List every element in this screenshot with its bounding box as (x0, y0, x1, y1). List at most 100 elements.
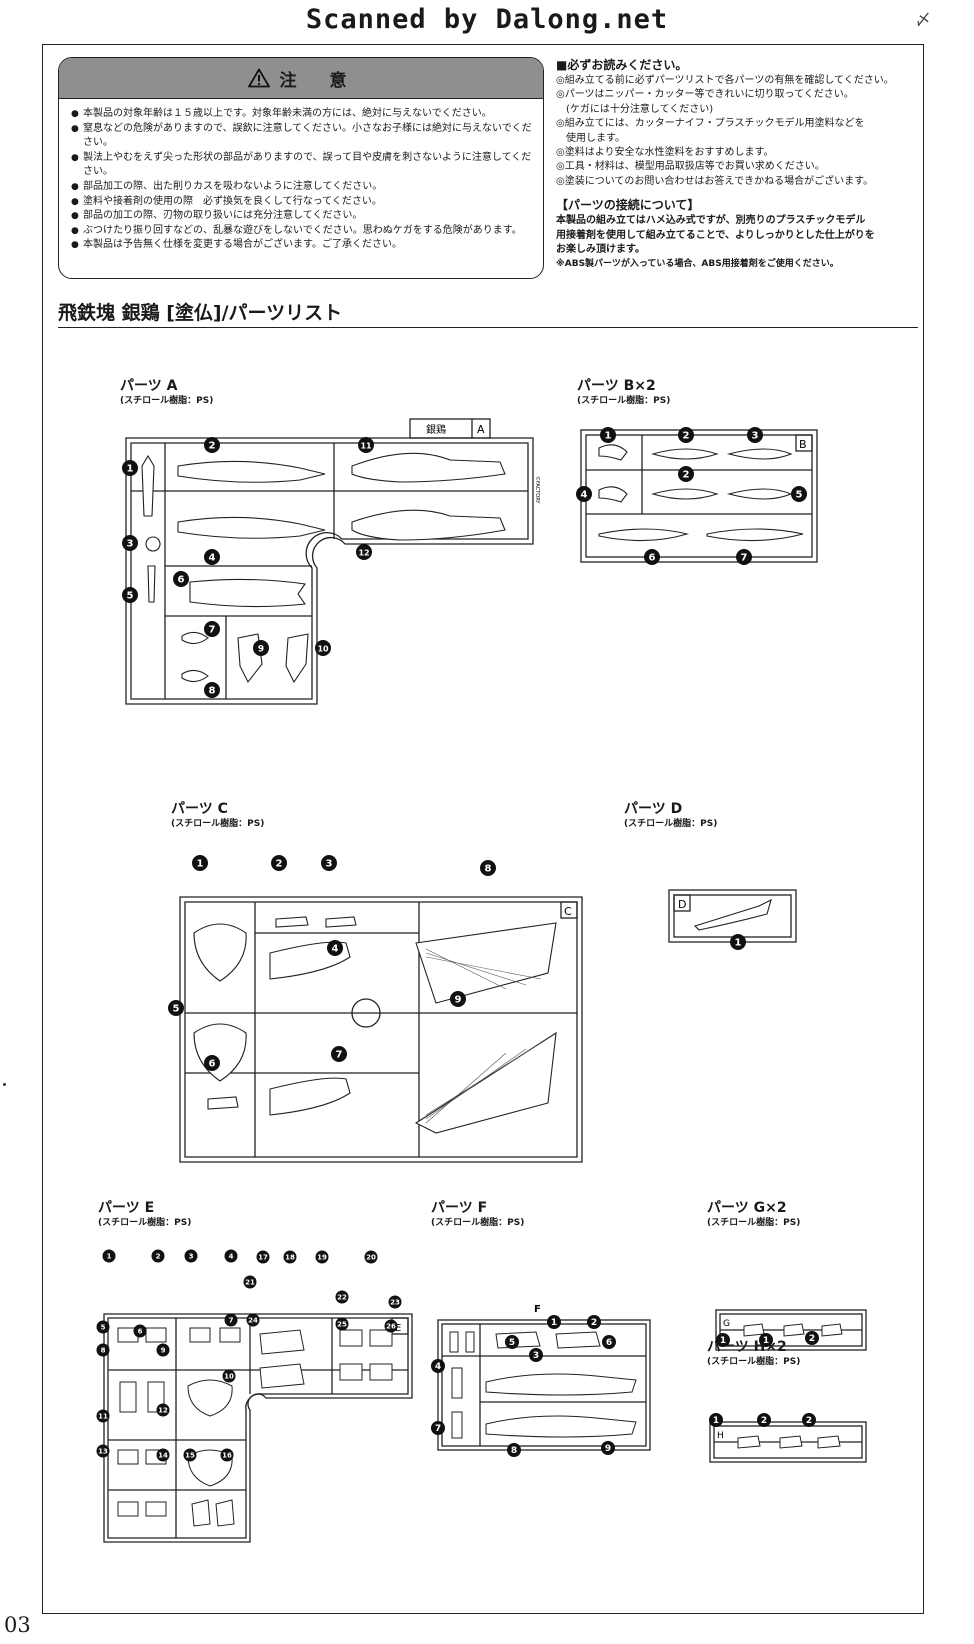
svg-text:3: 3 (752, 431, 759, 442)
caution-list: 本製品の対象年齢は１５歳以上です。対象年齢未満の方には、絶対に与えないでください… (71, 107, 535, 253)
part-small (821, 1323, 843, 1337)
runner-letter: B (799, 438, 807, 451)
svg-text:2: 2 (809, 1334, 815, 1344)
svg-text:9: 9 (605, 1444, 611, 1454)
callout: 1 (709, 1413, 723, 1427)
svg-text:7: 7 (209, 625, 216, 636)
callout: 7 (736, 549, 752, 565)
part-label-d: パーツ D (スチロール樹脂：PS) (624, 801, 717, 830)
part-round-plate (193, 923, 247, 982)
callout: 5 (791, 486, 807, 502)
caution-item: 部品の加工の際、刃物の取り扱いには充分注意してください。 (71, 209, 535, 224)
svg-text:7: 7 (741, 553, 748, 564)
svg-text:1: 1 (605, 431, 612, 442)
svg-text:4: 4 (209, 553, 216, 564)
part-small (369, 1329, 393, 1347)
callout: 10 (222, 1369, 236, 1383)
connection-line: お楽しみ頂けます。 (556, 244, 645, 256)
svg-text:9: 9 (455, 995, 462, 1006)
callout: 1 (716, 1333, 730, 1347)
svg-text:1: 1 (127, 464, 134, 475)
svg-text:5: 5 (101, 1324, 106, 1332)
svg-text:9: 9 (161, 1347, 166, 1355)
runner-letter-box (673, 894, 691, 912)
svg-text:6: 6 (178, 575, 185, 586)
caution-item: 部品加工の際、出た削りカスを吸わないように注意してください。 (71, 180, 535, 195)
callout: 6 (602, 1335, 616, 1349)
callout: 1 (759, 1333, 773, 1347)
callout: 7 (204, 621, 220, 637)
part-small-link (325, 916, 357, 928)
part-fin (693, 898, 772, 931)
callout: 19 (315, 1250, 329, 1264)
notice-line: ◎工具・材料は、模型用品取扱店等でお買い求めください。 (556, 161, 825, 173)
callout: 16 (220, 1448, 234, 1462)
callout: 5 (168, 1000, 184, 1016)
part-material: (スチロール樹脂：PS) (624, 819, 718, 829)
svg-text:8: 8 (101, 1347, 106, 1355)
part-material: (スチロール樹脂：PS) (98, 1218, 192, 1228)
part-bracket (215, 1499, 235, 1527)
page-frame (42, 44, 924, 1614)
callout: 3 (747, 427, 763, 443)
runner-frame-inner (441, 1323, 647, 1447)
part-blade (726, 488, 793, 500)
callout: 8 (204, 682, 220, 698)
part-title: パーツ G×2 (707, 1200, 787, 1216)
runner-letter: D (678, 898, 686, 911)
abs-note: ※ABS製パーツが入っている場合、ABS用接着剤をご使用ください。 (556, 259, 839, 270)
svg-text:21: 21 (245, 1279, 255, 1287)
callout: 12 (156, 1403, 170, 1417)
part-spike (141, 454, 155, 517)
svg-text:18: 18 (285, 1254, 295, 1262)
part-cowl (269, 1077, 351, 1116)
svg-text:4: 4 (229, 1253, 234, 1261)
callout: 4 (224, 1249, 238, 1263)
part-fin (598, 528, 690, 542)
callout: 25 (335, 1317, 349, 1331)
part-small (451, 1367, 463, 1399)
svg-text:3: 3 (127, 539, 134, 550)
part-label-g: パーツ G×2 (スチロール樹脂：PS) (707, 1200, 800, 1229)
svg-text:7: 7 (336, 1050, 343, 1061)
part-small (743, 1323, 765, 1337)
part-title: パーツ D (624, 801, 683, 817)
notice-line: ◎組み立てる前に必ずパーツリストで各パーツの有無を確認してください。 (556, 75, 894, 86)
callout: 3 (184, 1249, 198, 1263)
part-hull (485, 1373, 637, 1396)
callout: 11 (96, 1409, 110, 1423)
svg-text:10: 10 (317, 645, 329, 654)
callout: 1 (547, 1315, 561, 1329)
runner-frame (179, 896, 583, 1163)
part-label-c: パーツ C (スチロール樹脂：PS) (171, 801, 264, 830)
callout: 2 (204, 437, 220, 453)
runner-side-text: ©FACTORY (534, 476, 541, 504)
svg-text:7: 7 (229, 1317, 234, 1325)
svg-text:2: 2 (683, 470, 690, 481)
svg-text:25: 25 (337, 1321, 347, 1329)
svg-text:8: 8 (511, 1446, 517, 1456)
svg-text:4: 4 (581, 490, 588, 501)
runner-letter-box (560, 901, 578, 919)
svg-text:9: 9 (258, 645, 264, 655)
svg-text:14: 14 (158, 1452, 168, 1460)
svg-text:1: 1 (735, 938, 742, 949)
svg-text:20: 20 (366, 1254, 376, 1262)
callout: 2 (271, 855, 287, 871)
callout: 5 (505, 1335, 519, 1349)
svg-text:1: 1 (713, 1416, 719, 1426)
callout: 1 (192, 855, 208, 871)
callout: 6 (173, 571, 189, 587)
part-fuselage-upper (177, 460, 326, 483)
caution-box: 注 意 本製品の対象年齢は１５歳以上です。対象年齢未満の方には、絶対に与えないで… (58, 57, 544, 279)
callout: 4 (327, 940, 343, 956)
svg-text:11: 11 (98, 1413, 108, 1421)
connection-line: 用接着剤を使用して組み立てることで、よりしっかりとした仕上がりを (556, 229, 875, 241)
part-small-link (207, 1096, 239, 1110)
part-blade (726, 448, 793, 460)
callout: 23 (388, 1295, 402, 1309)
svg-text:5: 5 (509, 1338, 515, 1348)
part-material: (スチロール樹脂：PS) (171, 819, 265, 829)
part-small (339, 1363, 363, 1381)
runner-a: 銀鶏 A ©FACTORY 1 2 3 4 5 6 7 8 9 10 11 12 (122, 418, 541, 705)
